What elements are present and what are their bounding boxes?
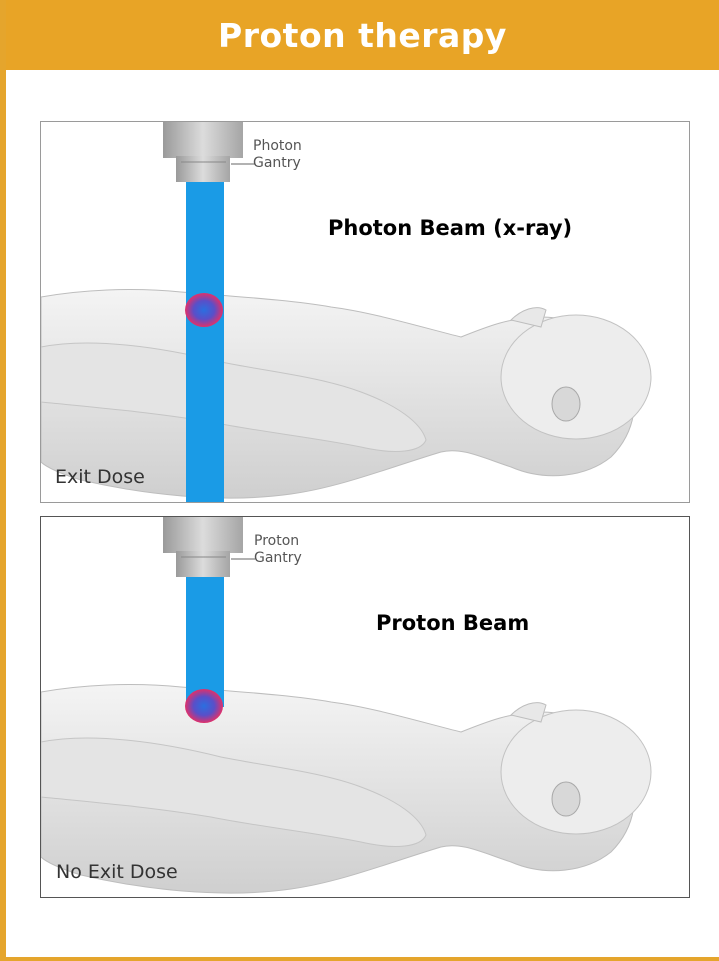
tumor	[185, 293, 223, 327]
proton-beam-panel: Proton Gantry Proton Beam No Exit Dose	[40, 516, 690, 898]
proton-gantry	[163, 517, 243, 553]
gantry-label-line1: Photon	[253, 138, 302, 155]
patient-ear	[552, 387, 580, 421]
patient-head	[501, 710, 651, 834]
header-banner: Proton therapy	[6, 0, 719, 70]
photon-beam-panel: Photon Gantry Photon Beam (x-ray) Exit D…	[40, 121, 690, 503]
patient-head	[501, 315, 651, 439]
gantry-label-line1: Proton	[254, 533, 302, 550]
beam-title: Proton Beam	[376, 611, 529, 635]
page-title: Proton therapy	[218, 16, 507, 55]
dose-label: No Exit Dose	[56, 861, 178, 883]
dose-label: Exit Dose	[55, 466, 145, 488]
photon-illustration	[41, 122, 690, 503]
proton-beam	[186, 572, 224, 707]
gantry-label-line2: Gantry	[254, 550, 302, 567]
gantry-label: Proton Gantry	[254, 533, 302, 567]
tumor	[185, 689, 223, 723]
gantry-label: Photon Gantry	[253, 138, 302, 172]
photon-beam	[186, 177, 224, 503]
proton-illustration	[41, 517, 690, 898]
gantry-label-line2: Gantry	[253, 155, 302, 172]
photon-gantry	[163, 122, 243, 158]
beam-title: Photon Beam (x-ray)	[328, 216, 572, 240]
patient-ear	[552, 782, 580, 816]
